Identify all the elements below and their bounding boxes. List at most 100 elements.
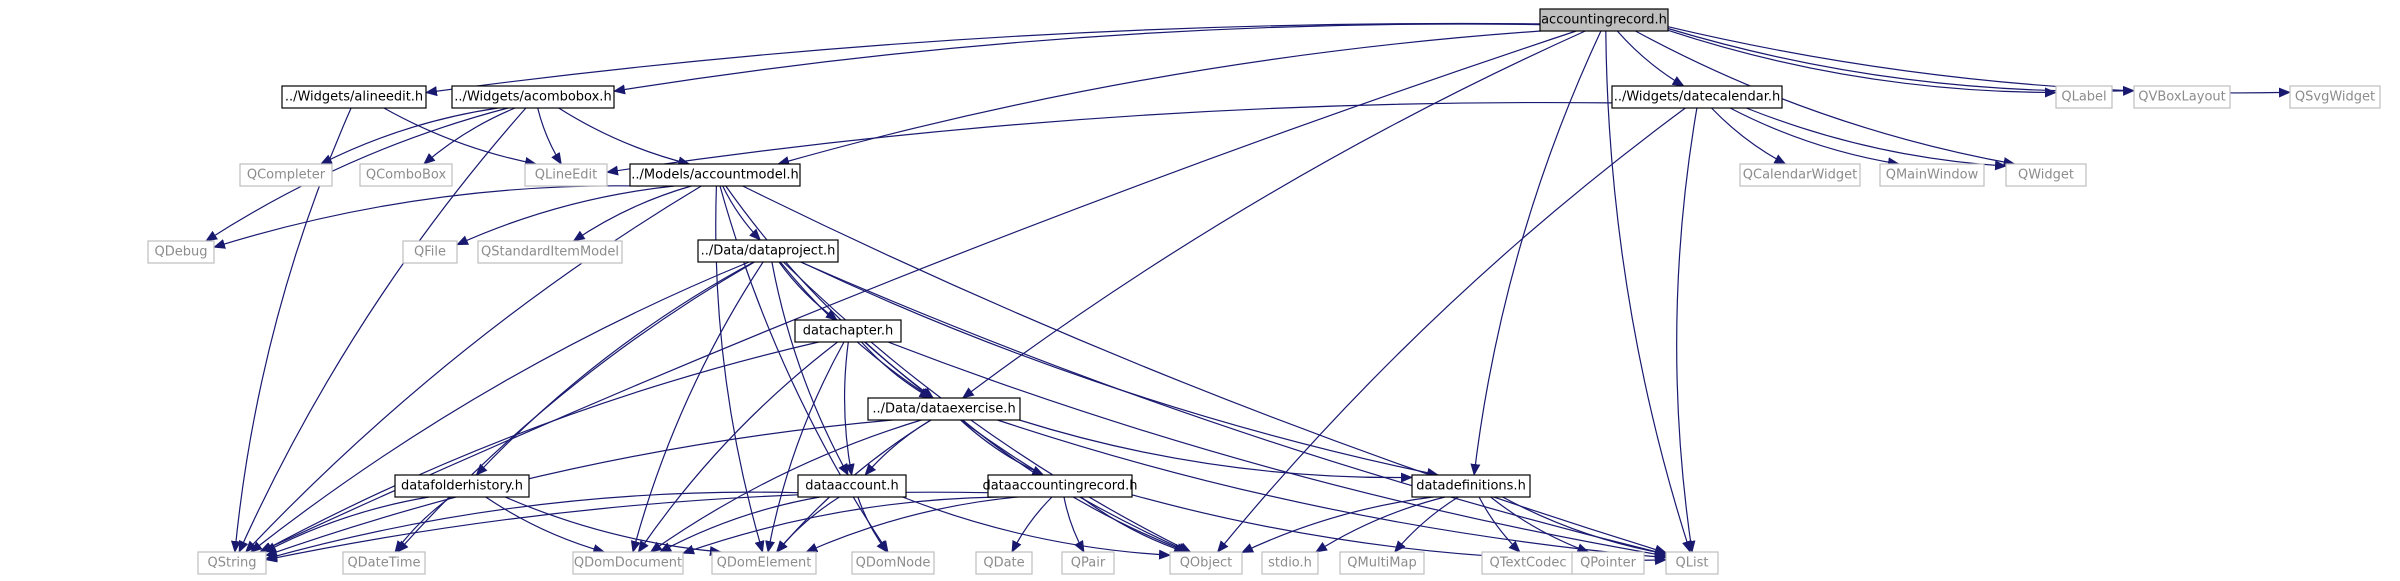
edge-dataproject-to-QString (250, 261, 750, 553)
node-box (975, 551, 1033, 575)
node-label: ../Widgets/datecalendar.h (1614, 90, 1781, 105)
edge-dataexercise-to-dataaccount (864, 419, 932, 476)
node-box (987, 474, 1133, 498)
node-QWidget: QWidget (2005, 163, 2087, 187)
node-accountingrecord[interactable]: accountingrecord.h (1539, 8, 1669, 32)
node-label: QPair (1071, 556, 1106, 571)
node-label: QTextCodec (1490, 556, 1567, 571)
node-label: QCompleter (247, 168, 326, 183)
node-QCalendarWidget: QCalendarWidget (1739, 163, 1861, 187)
edge-acombobox-to-QCompleter (319, 107, 499, 165)
node-label: QWidget (2018, 168, 2074, 183)
edge-dataaccountingrecord-to-QObject (1080, 496, 1187, 554)
edge-dataaccount-to-QObject (902, 496, 1171, 560)
node-QDomElement: QDomElement (711, 551, 817, 575)
node-QComboBox: QComboBox (359, 163, 453, 187)
edge-accountmodel-to-QStandardItemModel (572, 185, 692, 242)
node-label: QComboBox (366, 168, 447, 183)
node-acombobox[interactable]: ../Widgets/acombobox.h (451, 85, 615, 109)
node-label: QMultiMap (1347, 556, 1416, 571)
node-QString: QString (197, 551, 267, 575)
edge-accountingrecord-to-QList (1605, 30, 1692, 553)
node-dataaccount[interactable]: dataaccount.h (797, 474, 907, 498)
node-label: ../Widgets/acombobox.h (454, 90, 611, 105)
node-label: ../Data/dataproject.h (701, 244, 836, 259)
edge-acombobox-to-accountmodel (558, 107, 691, 167)
edge-datadefinitions-to-QMultiMap (1394, 496, 1459, 553)
node-datachapter[interactable]: datachapter.h (794, 319, 902, 343)
edge-accountmodel-to-dataproject (722, 185, 761, 241)
node-QDebug: QDebug (147, 240, 215, 264)
node-label: datadefinitions.h (1416, 479, 1526, 494)
node-box (477, 240, 623, 264)
node-label: dataaccountingrecord.h (982, 479, 1137, 494)
edge-accountmodel-to-QDebug (213, 185, 639, 249)
edge-dataproject-to-QDomDocument (630, 261, 764, 553)
node-label: ../Models/accountmodel.h (631, 168, 798, 183)
node-box (794, 319, 902, 343)
node-label: accountingrecord.h (1541, 13, 1667, 28)
edge-accountingrecord-to-QWidget (1635, 30, 2016, 167)
node-datecalendar[interactable]: ../Widgets/datecalendar.h (1611, 85, 1783, 109)
edge-datafolderhistory-to-QDomDocument (485, 496, 606, 554)
node-dataaccountingrecord[interactable]: dataaccountingrecord.h (982, 474, 1138, 498)
node-box (147, 240, 215, 264)
node-box (1665, 551, 1719, 575)
node-box (2055, 85, 2113, 109)
node-label: stdio.h (1268, 556, 1312, 571)
edge-datadefinitions-to-QTextCodec (1478, 496, 1521, 553)
node-QDomNode: QDomNode (851, 551, 935, 575)
edge-datachapter-to-QString (260, 341, 819, 553)
node-label: QLineEdit (535, 168, 598, 183)
edge-acombobox-to-QComboBox (423, 107, 516, 165)
edge-accountmodel-to-QString (245, 185, 702, 553)
node-dataproject[interactable]: ../Data/dataproject.h (697, 239, 839, 263)
node-dataexercise[interactable]: ../Data/dataexercise.h (867, 397, 1021, 421)
edge-dataproject-to-QObject (782, 261, 1192, 553)
node-label: QList (1676, 556, 1709, 571)
edge-dataaccountingrecord-to-QDomDocument (682, 496, 999, 555)
node-box (851, 551, 935, 575)
node-label: QDateTime (347, 556, 420, 571)
edge-dataexercise-to-QList (997, 419, 1667, 562)
node-datafolderhistory[interactable]: datafolderhistory.h (394, 474, 530, 498)
node-alineedit[interactable]: ../Widgets/alineedit.h (281, 85, 427, 109)
node-label: QLabel (2061, 90, 2106, 105)
node-box (359, 163, 453, 187)
edge-datafolderhistory-to-QString (264, 496, 430, 553)
edge-dataaccountingrecord-to-QPair (1063, 496, 1085, 553)
edge-datachapter-to-QDomDocument (637, 341, 838, 553)
edge-accountmodel-to-QList (742, 185, 1667, 555)
node-label: QVBoxLayout (2138, 90, 2225, 105)
node-label: ../Widgets/alineedit.h (285, 90, 423, 105)
edge-datecalendar-to-QObject (1216, 107, 1686, 553)
node-QTextCodec: QTextCodec (1481, 551, 1575, 575)
node-QPointer: QPointer (1571, 551, 1645, 575)
node-QList: QList (1665, 551, 1719, 575)
edge-datachapter-to-QObject (864, 341, 1190, 553)
edge-datachapter-to-QDomElement (765, 341, 845, 553)
edge-accountmodel-to-QDomNode (719, 185, 889, 553)
node-box (1539, 8, 1669, 32)
node-QLineEdit: QLineEdit (524, 163, 608, 187)
edge-alineedit-to-QLineEdit (383, 107, 538, 167)
edge-dataexercise-to-QString (265, 419, 894, 557)
edge-datadefinitions-to-QList (1502, 496, 1667, 557)
node-box (1061, 551, 1115, 575)
node-datadefinitions[interactable]: datadefinitions.h (1411, 474, 1531, 498)
node-box (572, 551, 684, 575)
node-label: datachapter.h (803, 324, 894, 339)
node-QMainWindow: QMainWindow (1879, 163, 1985, 187)
node-label: ../Data/dataexercise.h (872, 402, 1015, 417)
node-QSvgWidget: QSvgWidget (2289, 85, 2381, 109)
edge-datachapter-to-dataexercise (861, 341, 932, 399)
node-QPair: QPair (1061, 551, 1115, 575)
edge-datadefinitions-to-stdio (1315, 496, 1446, 553)
edge-dataproject-to-dataaccount (771, 261, 849, 476)
node-box (451, 85, 615, 109)
edge-dataproject-to-QDateTime (396, 261, 755, 553)
node-accountmodel[interactable]: ../Models/accountmodel.h (629, 163, 801, 187)
node-box (867, 397, 1021, 421)
node-QDateTime: QDateTime (342, 551, 426, 575)
